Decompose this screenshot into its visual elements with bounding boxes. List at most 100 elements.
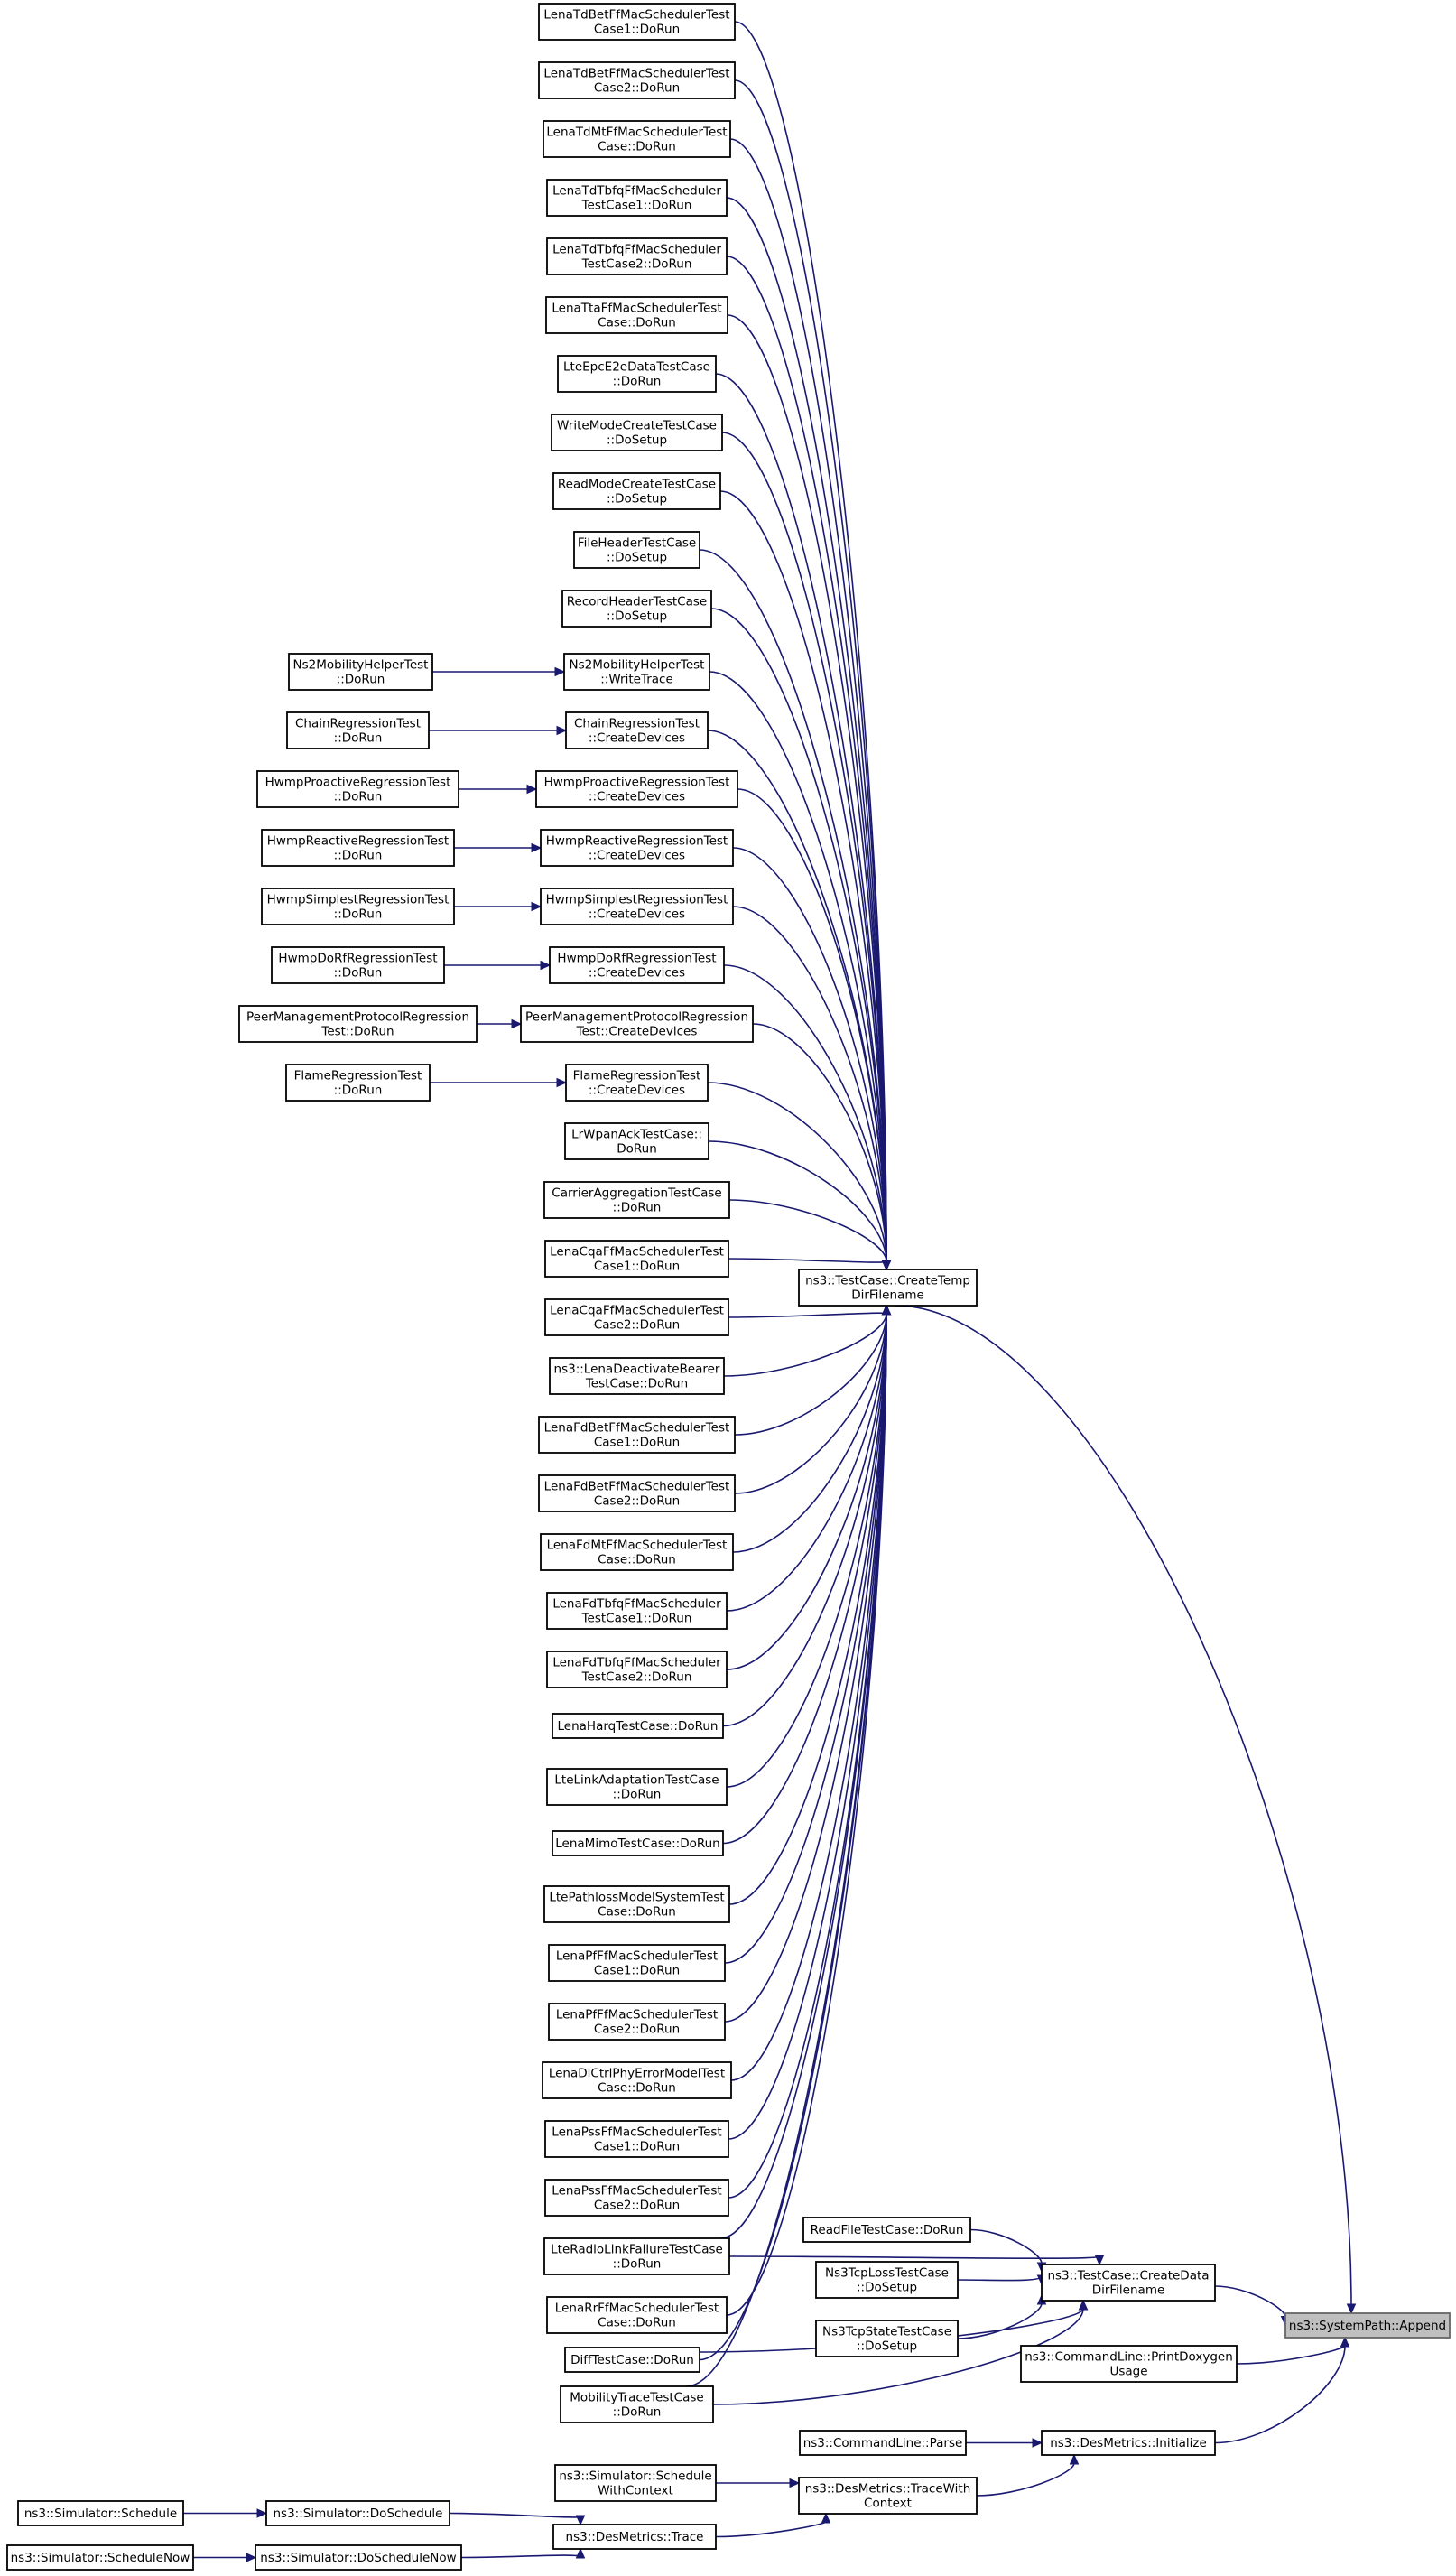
node-n31[interactable]: LteLinkAdaptationTestCase::DoRun xyxy=(546,1768,728,1806)
node-label: ns3::Simulator::Schedule xyxy=(559,2469,711,2484)
node-l3[interactable]: HwmpProactiveRegressionTest::DoRun xyxy=(256,770,459,808)
node-n30[interactable]: LenaHarqTestCase::DoRun xyxy=(552,1713,724,1739)
edge-n8-to-ctdf xyxy=(721,432,887,1262)
node-label: ::DoSetup xyxy=(607,433,667,448)
node-l6[interactable]: HwmpDoRfRegressionTest::DoRun xyxy=(271,946,445,984)
node-l8[interactable]: FlameRegressionTest::DoRun xyxy=(285,1064,431,1102)
node-box xyxy=(552,2524,717,2550)
node-n32[interactable]: LenaMimoTestCase::DoRun xyxy=(552,1830,724,1856)
node-n11[interactable]: RecordHeaderTestCase::DoSetup xyxy=(561,590,712,628)
node-label: ns3::LenaDeactivateBearer xyxy=(554,1362,720,1377)
node-append[interactable]: ns3::SystemPath::Append xyxy=(1284,2312,1451,2339)
node-ss[interactable]: ns3::Simulator::Schedule xyxy=(17,2500,184,2526)
node-label: ::DoSetup xyxy=(857,2339,917,2354)
edge-n37-to-ctdf xyxy=(728,1313,887,2140)
node-label: LtePathlossModelSystemTest xyxy=(549,1891,724,1905)
node-n10[interactable]: FileHeaderTestCase::DoSetup xyxy=(573,531,700,569)
node-label: DirFilename xyxy=(851,1288,924,1303)
node-label: Ns3TcpLossTestCase xyxy=(825,2266,949,2281)
node-n21[interactable]: CarrierAggregationTestCase::DoRun xyxy=(543,1181,730,1219)
node-dmi[interactable]: ns3::DesMetrics::Initialize xyxy=(1041,2430,1216,2456)
node-ntstc[interactable]: Ns3TcpStateTestCase::DoSetup xyxy=(815,2320,959,2357)
node-label: ::CreateDevices xyxy=(589,907,685,922)
node-n7[interactable]: LteEpcE2eDataTestCase::DoRun xyxy=(557,355,717,393)
node-rftc[interactable]: ReadFileTestCase::DoRun xyxy=(802,2217,971,2243)
node-box xyxy=(520,1005,754,1043)
arrowhead-sdsn-to-dmt xyxy=(575,2547,586,2559)
node-label: Test::DoRun xyxy=(320,1025,394,1039)
node-ssn[interactable]: ns3::Simulator::ScheduleNow xyxy=(6,2544,194,2571)
node-clp[interactable]: ns3::CommandLine::Parse xyxy=(799,2430,967,2456)
node-label: DiffTestCase::DoRun xyxy=(570,2353,694,2367)
node-n18[interactable]: PeerManagementProtocolRegressionTest::Cr… xyxy=(520,1005,754,1043)
node-label: ns3::Simulator::DoScheduleNow xyxy=(260,2551,456,2565)
node-dmt[interactable]: ns3::DesMetrics::Trace xyxy=(552,2524,717,2550)
edge-sds-to-dmt xyxy=(449,2512,581,2518)
node-n14[interactable]: HwmpProactiveRegressionTest::CreateDevic… xyxy=(535,770,738,808)
node-n17[interactable]: HwmpDoRfRegressionTest::CreateDevices xyxy=(549,946,725,984)
edge-n28-to-ctdf xyxy=(726,1313,887,1612)
node-label: ::DoSetup xyxy=(607,492,667,507)
node-label: ::DoRun xyxy=(337,673,385,687)
node-box xyxy=(546,1592,728,1630)
edge-n29-to-ctdf xyxy=(726,1313,887,1670)
arrowhead-dmi-to-append xyxy=(1340,2336,1350,2348)
node-l5[interactable]: HwmpSimplestRegressionTest::DoRun xyxy=(261,888,455,925)
node-sds[interactable]: ns3::Simulator::DoSchedule xyxy=(265,2500,450,2526)
node-box xyxy=(565,711,709,749)
edge-n39-to-ctdf xyxy=(719,1313,887,2239)
edge-n35-to-ctdf xyxy=(724,1313,887,2023)
node-label: RecordHeaderTestCase xyxy=(567,595,707,609)
node-n39[interactable]: LteRadioLinkFailureTestCase::DoRun xyxy=(543,2237,730,2275)
node-n20[interactable]: LrWpanAckTestCase::DoRun xyxy=(564,1122,709,1160)
node-n12[interactable]: Ns2MobilityHelperTest::WriteTrace xyxy=(563,653,710,691)
node-n9[interactable]: ReadModeCreateTestCase::DoSetup xyxy=(552,472,721,510)
node-label: FileHeaderTestCase xyxy=(578,536,696,551)
node-label: Case::DoRun xyxy=(598,1905,676,1920)
node-n41[interactable]: DiffTestCase::DoRun xyxy=(564,2347,700,2373)
node-box xyxy=(540,1533,734,1571)
node-n16[interactable]: HwmpSimplestRegressionTest::CreateDevice… xyxy=(540,888,734,925)
node-l4[interactable]: HwmpReactiveRegressionTest::DoRun xyxy=(261,829,455,867)
edge-n18-to-ctdf xyxy=(752,1023,887,1262)
node-n19[interactable]: FlameRegressionTest::CreateDevices xyxy=(565,1064,709,1102)
node-label: ::CreateDevices xyxy=(589,731,685,746)
node-n13[interactable]: ChainRegressionTest::CreateDevices xyxy=(565,711,709,749)
node-n15[interactable]: HwmpReactiveRegressionTest::CreateDevice… xyxy=(540,829,734,867)
node-l7[interactable]: PeerManagementProtocolRegressionTest::Do… xyxy=(238,1005,478,1043)
node-n42[interactable]: MobilityTraceTestCase::DoRun xyxy=(560,2385,714,2423)
node-sdsn[interactable]: ns3::Simulator::DoScheduleNow xyxy=(255,2544,462,2571)
node-label: TestCase2::DoRun xyxy=(581,1670,692,1685)
node-n8[interactable]: WriteModeCreateTestCase::DoSetup xyxy=(551,414,723,451)
node-box xyxy=(542,2061,732,2099)
node-l1[interactable]: Ns2MobilityHelperTest::DoRun xyxy=(288,653,433,691)
node-l2[interactable]: ChainRegressionTest::DoRun xyxy=(286,711,430,749)
node-ntltc[interactable]: Ns3TcpLossTestCase::DoSetup xyxy=(815,2261,959,2299)
